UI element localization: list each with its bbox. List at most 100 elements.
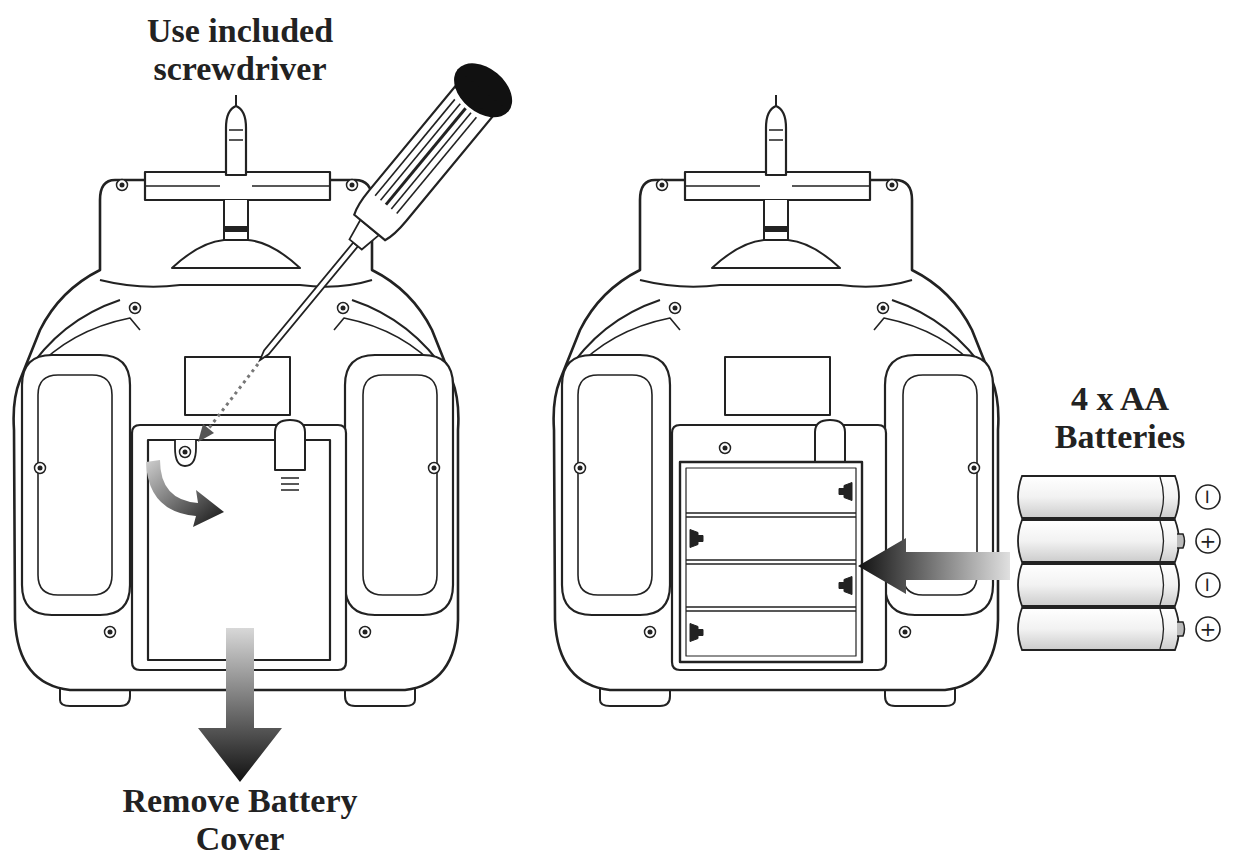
- screw: [670, 303, 681, 314]
- screw: [969, 463, 980, 474]
- stem-mount: [712, 240, 840, 268]
- stem-mount: [172, 240, 300, 268]
- screwdriver-cap: [444, 52, 523, 128]
- screw: [645, 627, 656, 638]
- antenna: [226, 106, 246, 175]
- battery-body: [1018, 520, 1179, 562]
- battery-contact: [839, 489, 844, 495]
- screw: [878, 303, 889, 314]
- antenna-tip: [775, 95, 777, 106]
- screwdriver-handle: [351, 87, 492, 243]
- screw: [338, 303, 349, 314]
- instruction-label: Remove Battery Cover: [105, 782, 375, 858]
- polarity-circle: [1196, 617, 1220, 641]
- screw-head: [673, 306, 678, 311]
- battery-contact: [690, 530, 698, 548]
- battery-terminal: [1177, 622, 1185, 636]
- stem: [764, 200, 788, 240]
- antenna-ring: [229, 130, 243, 140]
- screw: [180, 447, 191, 458]
- slot-divider: [686, 607, 856, 611]
- aa-battery: [1018, 564, 1179, 606]
- polarity-circle: [1196, 485, 1220, 509]
- battery-contact: [698, 630, 703, 636]
- battery-contact: [844, 577, 852, 595]
- battery-body: [1018, 564, 1179, 606]
- shoulder-line: [640, 280, 912, 287]
- controller-body: [14, 180, 459, 690]
- handle-line: [685, 185, 870, 186]
- battery-contact: [844, 483, 852, 501]
- battery-body: [1018, 608, 1179, 650]
- battery-contact: [698, 536, 703, 542]
- stem: [224, 200, 248, 240]
- polarity-sign: −: [1196, 485, 1220, 509]
- handle-groove: [391, 113, 471, 209]
- polarity-sign: −: [1196, 573, 1220, 597]
- cover-screw-tab: [175, 440, 196, 466]
- grip: [22, 355, 130, 615]
- battery-label: 4 x AA Batteries: [1025, 380, 1215, 456]
- guide-arrowhead: [198, 424, 214, 442]
- battery-band: [1160, 521, 1164, 561]
- stem-band: [224, 226, 248, 232]
- screw: [887, 180, 898, 191]
- slot-divider: [686, 513, 856, 517]
- screw-head: [903, 630, 908, 635]
- stem-band: [764, 226, 788, 232]
- screw-head: [881, 306, 886, 311]
- battery-compartment: [680, 462, 862, 662]
- screw: [105, 627, 116, 638]
- screw-head: [350, 183, 355, 188]
- battery-terminal: [1177, 534, 1185, 548]
- handle-bar: [145, 172, 330, 200]
- latch-grip: [281, 478, 299, 490]
- aa-battery: [1018, 520, 1185, 562]
- battery-band: [1160, 565, 1164, 605]
- handle-groove: [386, 108, 466, 204]
- screw: [35, 463, 46, 474]
- controller-back: [554, 95, 999, 706]
- screw-head: [341, 306, 346, 311]
- remove-arrow: [198, 628, 282, 782]
- label-plate: [725, 357, 830, 415]
- screw-head: [133, 306, 138, 311]
- screw-head: [363, 630, 368, 635]
- screw-head: [660, 183, 665, 188]
- screw: [429, 463, 440, 474]
- controller-body: [554, 180, 999, 690]
- antenna-tip: [235, 95, 237, 106]
- label-plate: [185, 357, 290, 415]
- aa-battery: [1018, 476, 1179, 518]
- shoulder-line: [100, 280, 372, 287]
- screw-head: [120, 183, 125, 188]
- screwdriver-shaft: [258, 243, 358, 362]
- screw: [575, 463, 586, 474]
- battery-cover: [148, 440, 330, 660]
- grip: [345, 355, 453, 615]
- screw: [130, 303, 141, 314]
- screw-head: [432, 466, 437, 471]
- handle-bar: [685, 172, 870, 200]
- instruction-label: Use included screwdriver: [105, 12, 375, 88]
- grip-inner: [38, 375, 112, 595]
- screw-head: [183, 450, 188, 455]
- battery-contact: [839, 583, 844, 589]
- cover-latch: [275, 420, 305, 470]
- screw-head: [972, 466, 977, 471]
- insert-arrow: [858, 538, 1010, 594]
- grip: [562, 355, 670, 615]
- screw-head: [38, 466, 43, 471]
- battery-bay: [672, 425, 886, 670]
- polarity-circle: [1196, 573, 1220, 597]
- compartment-inner: [686, 468, 856, 656]
- screw: [117, 180, 128, 191]
- handle-line: [145, 185, 330, 186]
- screw-head: [723, 446, 728, 451]
- handle-groove: [397, 117, 477, 213]
- screw: [657, 180, 668, 191]
- screw-head: [890, 183, 895, 188]
- slot-divider: [686, 560, 856, 564]
